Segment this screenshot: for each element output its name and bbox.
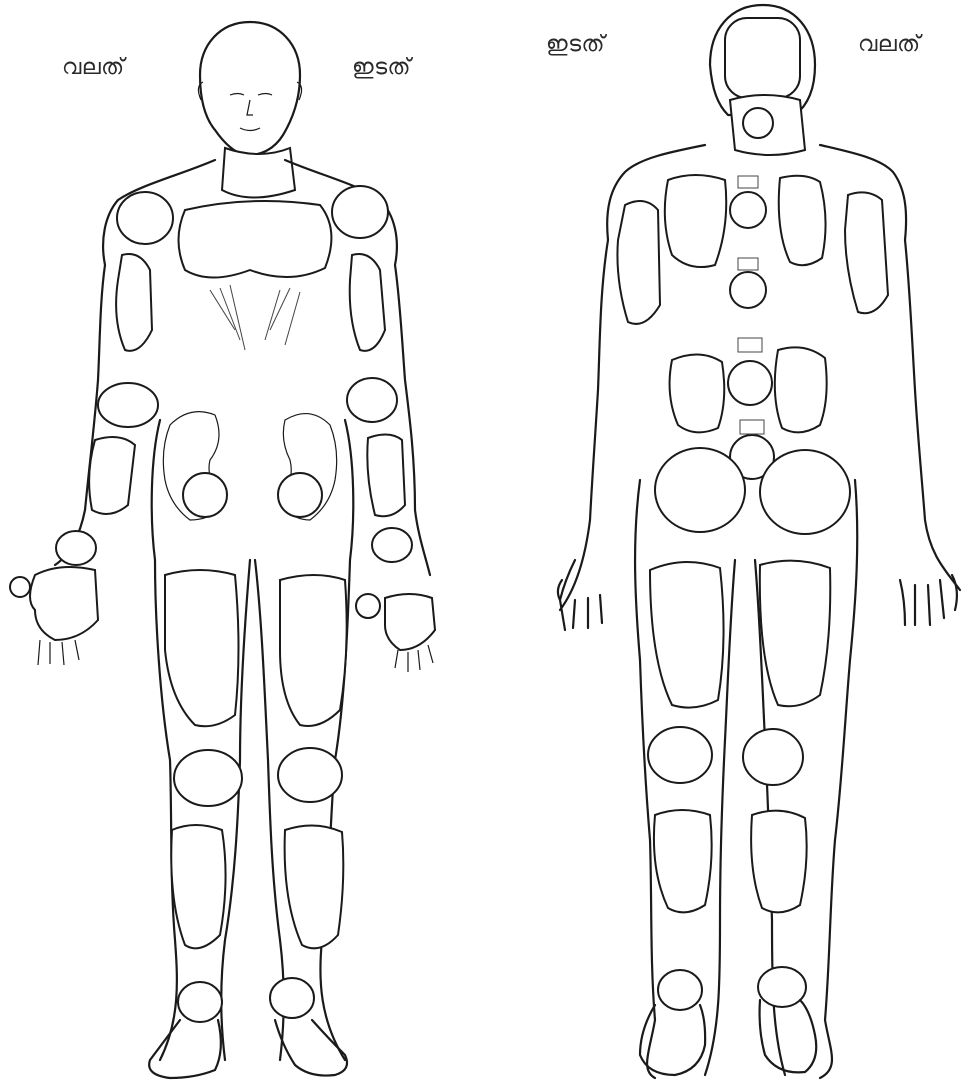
front-right-elbow <box>98 383 158 427</box>
back-left-hand <box>900 575 957 625</box>
back-right-buttock <box>655 448 745 532</box>
front-left-wrist <box>372 528 412 562</box>
back-left-heel <box>758 967 806 1007</box>
back-left-upper-arm <box>845 192 888 313</box>
back-left-knee <box>743 729 803 785</box>
back-left-buttock <box>760 450 850 534</box>
front-left-shoulder <box>332 186 388 238</box>
front-right-hand <box>30 567 98 640</box>
back-right-thigh <box>650 562 724 708</box>
back-right-calf <box>654 810 712 912</box>
front-left-thumb-joint <box>356 594 380 618</box>
back-left-foot <box>760 1000 817 1072</box>
front-left-lower-leg <box>285 825 344 948</box>
front-right-wrist <box>56 531 96 565</box>
front-mouth <box>240 128 260 131</box>
back-cervical-spine <box>743 108 773 138</box>
front-chest-region <box>179 201 332 278</box>
front-left-foot <box>275 1020 347 1076</box>
back-thoracic-spine-upper <box>730 192 766 228</box>
back-left-calf <box>751 811 807 913</box>
front-left-knee <box>278 748 342 802</box>
front-right-knee <box>174 750 242 806</box>
back-head-region <box>725 18 800 98</box>
back-left-scapula <box>779 176 826 265</box>
front-legs-outline <box>152 420 354 1060</box>
back-body-figure <box>558 5 960 1078</box>
front-neck-region <box>222 148 295 198</box>
front-right-thigh <box>165 570 239 726</box>
front-left-ankle <box>270 978 314 1018</box>
back-thoracic-spine-lower <box>730 272 766 308</box>
front-left-hip <box>278 473 322 517</box>
front-right-thumb-joint <box>10 577 30 597</box>
back-right-scapula <box>665 175 726 267</box>
back-right-lower-back <box>670 354 725 432</box>
front-left-hand <box>385 594 435 650</box>
front-right-hip <box>183 473 227 517</box>
front-eye-right <box>230 94 244 96</box>
back-right-knee <box>648 727 712 783</box>
front-right-forearm <box>89 437 135 514</box>
front-left-upper-arm <box>350 254 385 351</box>
back-right-heel <box>658 970 702 1010</box>
front-right-ankle <box>178 982 222 1022</box>
front-right-fingers <box>38 640 79 665</box>
back-left-thigh <box>760 561 830 707</box>
back-left-lower-back <box>775 347 827 432</box>
front-rib-lines <box>210 285 300 350</box>
front-body-figure <box>10 22 435 1078</box>
front-right-lower-leg <box>171 825 225 948</box>
front-eye-left <box>258 94 272 96</box>
front-left-elbow <box>347 378 397 422</box>
front-left-thigh <box>280 575 347 726</box>
front-right-shoulder <box>117 192 173 244</box>
front-nose <box>247 100 253 115</box>
back-lumbar-spine <box>728 361 772 405</box>
front-right-foot <box>149 1020 221 1078</box>
back-right-foot <box>640 1005 705 1075</box>
front-left-forearm <box>367 434 405 516</box>
back-right-upper-arm <box>617 201 660 324</box>
front-right-upper-arm <box>116 254 152 351</box>
front-head <box>200 22 300 155</box>
